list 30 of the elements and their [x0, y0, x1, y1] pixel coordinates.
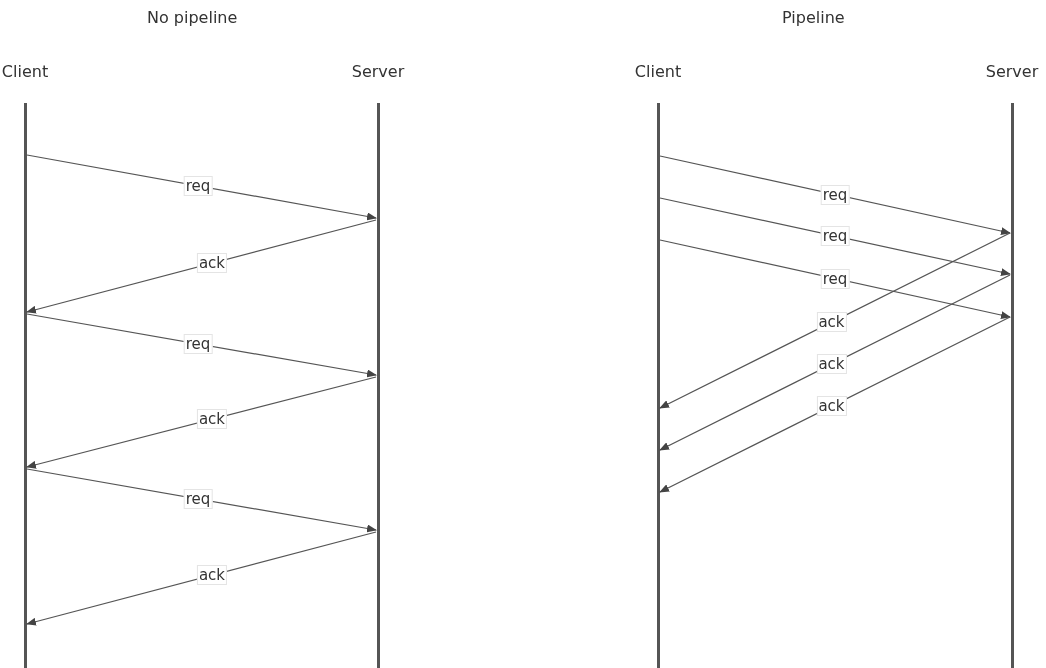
- participant-label: Server: [984, 62, 1040, 81]
- message-arrow: [26, 531, 377, 626]
- edge-label: req: [820, 226, 850, 246]
- panel-heading: No pipeline: [147, 8, 238, 27]
- edge-label: ack: [816, 312, 847, 333]
- participant-label: Client: [633, 62, 683, 81]
- panel-heading: Pipeline: [782, 8, 845, 27]
- message-arrow: [659, 316, 1011, 493]
- edge-label: req: [183, 333, 213, 354]
- edge-label: ack: [196, 253, 228, 274]
- message-arrow: [659, 239, 1011, 319]
- edge-label: ack: [816, 354, 847, 375]
- edge-label: ack: [196, 565, 228, 586]
- message-arrow: [659, 232, 1011, 409]
- message-arrow: [659, 155, 1011, 235]
- message-arrow: [26, 313, 377, 378]
- message-arrow: [659, 197, 1011, 276]
- edge-label: req: [820, 184, 850, 205]
- edge-label: req: [183, 488, 213, 509]
- message-arrow: [26, 376, 377, 469]
- message-arrow: [659, 274, 1011, 451]
- edge-label: ack: [196, 409, 228, 430]
- edge-label: req: [820, 268, 850, 289]
- edge-label: ack: [816, 396, 847, 417]
- message-arrow: [26, 154, 377, 221]
- message-arrow: [26, 219, 377, 314]
- participant-label: Server: [350, 62, 406, 81]
- participant-label: Client: [0, 62, 50, 81]
- message-arrow: [26, 468, 377, 533]
- edge-label: req: [183, 175, 213, 196]
